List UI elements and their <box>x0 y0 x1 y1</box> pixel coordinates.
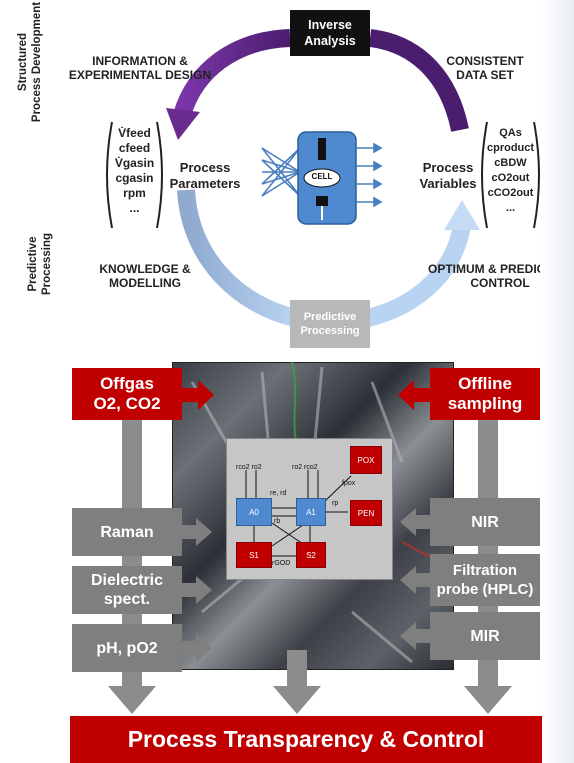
var-item: cO2out <box>491 172 530 184</box>
param-item: cgasin <box>115 171 154 185</box>
offline-arrow-icon <box>398 380 432 410</box>
right-bracket-open <box>481 121 488 229</box>
param-item: V̇gasin <box>114 156 155 170</box>
left-bracket-open <box>106 121 113 229</box>
offline-sampling-box: Offline sampling <box>430 368 540 420</box>
model-edges <box>245 470 352 557</box>
var-item: cproduct <box>487 142 535 154</box>
right-bracket-close <box>533 121 540 229</box>
process-variables-label: Process Variables <box>419 160 477 191</box>
purple-arc-left <box>173 29 291 118</box>
input-arrows <box>261 147 301 197</box>
param-item: rpm <box>123 186 146 200</box>
nir-arrow-icon <box>400 508 432 536</box>
model-label-rp: rp <box>332 500 339 507</box>
mir-arrow-icon <box>400 622 432 650</box>
param-item: V̇feed <box>118 126 151 140</box>
model-node-pox: POX <box>350 446 382 474</box>
offgas-box: Offgas O2, CO2 <box>72 368 182 420</box>
model-label-rb: rb <box>274 518 281 525</box>
model-node-pen: PEN <box>350 500 382 526</box>
cell-label: CELL <box>311 172 333 181</box>
param-item: cfeed <box>118 141 151 155</box>
model-label-rco2-ro2-left: rco2 ro2 <box>236 464 262 471</box>
var-item: cBDW <box>494 157 527 169</box>
consistent-data-label: CONSISTENT DATA SET <box>446 54 524 82</box>
info-design-label: INFORMATION & EXPERIMENTAL DESIGN <box>68 54 212 82</box>
cycle-diagram <box>106 29 540 327</box>
blue-arrowhead-right <box>444 200 480 230</box>
model-node-a0: A0 <box>236 498 272 526</box>
var-item: cCO2out <box>487 187 534 199</box>
filtration-arrow-icon <box>400 566 432 594</box>
raman-box: Raman <box>72 508 182 556</box>
filtration-box: Filtration probe (HPLC) <box>430 554 540 606</box>
process-parameters-label: Process Parameters <box>169 160 241 191</box>
blue-arc-right <box>365 223 471 327</box>
side-label-structured: Structured Process Development <box>17 1 43 123</box>
offgas-arrow-icon <box>180 380 214 410</box>
model-node-s2: S2 <box>296 542 326 568</box>
mir-box: MIR <box>430 612 540 660</box>
params-list: V̇feed cfeed V̇gasin cgasin rpm ... <box>112 126 157 216</box>
inverse-analysis-box: Inverse Analysis <box>290 10 370 56</box>
left-bracket-close <box>156 121 163 229</box>
side-label-predictive: Predictive Processing <box>27 233 53 295</box>
ph-arrow-icon <box>180 634 212 662</box>
right-edge-shade <box>540 0 574 763</box>
model-label-fpox: fpox <box>342 480 356 487</box>
var-item: ... <box>505 202 516 214</box>
model-label-re-rd: re, rd <box>270 490 287 497</box>
model-label-rgod: rGOD <box>272 560 291 567</box>
model-label-ro2-rco2-right: ro2 rco2 <box>292 464 318 471</box>
transparency-banner: Process Transparency & Control <box>70 716 542 763</box>
dielectric-arrow-icon <box>180 576 212 604</box>
knowledge-label: KNOWLEDGE & MODELLING <box>99 262 191 290</box>
purple-arc-right <box>368 29 469 132</box>
blue-arc-left <box>177 189 298 327</box>
raman-arrow-icon <box>180 518 212 546</box>
vars-list: QAs cproduct cBDW cO2out cCO2out ... <box>487 126 534 216</box>
dielectric-box: Dielectric spect. <box>72 566 182 614</box>
output-arrows <box>356 142 383 208</box>
nir-box: NIR <box>430 498 540 546</box>
ph-box: pH, pO2 <box>72 624 182 672</box>
purple-arrowhead-left <box>166 108 200 140</box>
var-item: QAs <box>499 127 522 139</box>
model-node-a1: A1 <box>296 498 326 526</box>
param-item: ... <box>129 201 140 215</box>
predictive-processing-box: Predictive Processing <box>290 300 370 348</box>
model-node-s1: S1 <box>236 542 272 568</box>
